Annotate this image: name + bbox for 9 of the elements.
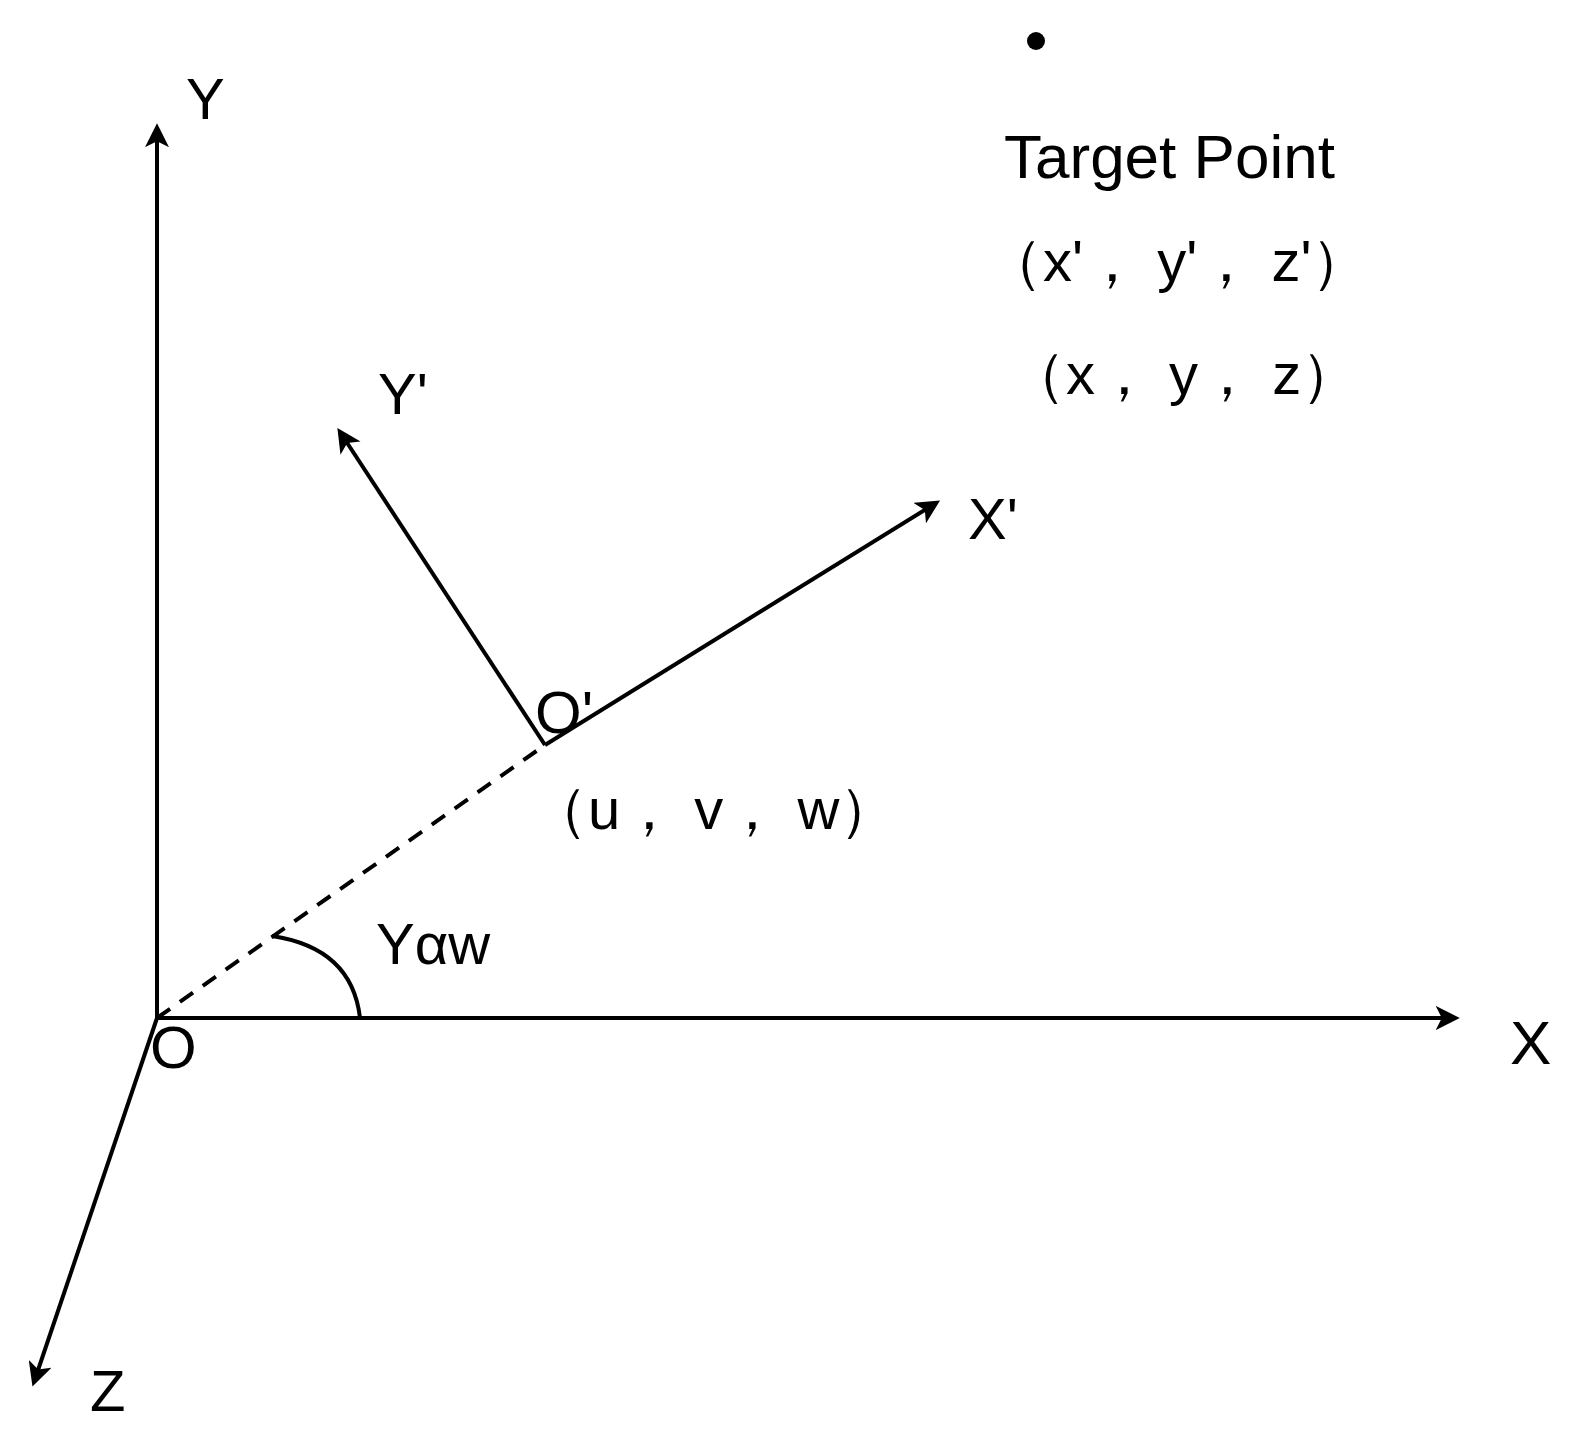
axis-label: Y xyxy=(186,70,225,128)
axis-label: Y' xyxy=(378,365,428,423)
axis-label: Z xyxy=(90,1362,126,1420)
point-label: O' xyxy=(535,683,594,745)
axis-label: （u， v， w） xyxy=(530,780,898,838)
axis-label: Yαw xyxy=(376,915,491,973)
axis-label: X' xyxy=(968,490,1018,548)
axis-label: X xyxy=(1510,1012,1552,1074)
point-label: O xyxy=(150,1018,197,1080)
